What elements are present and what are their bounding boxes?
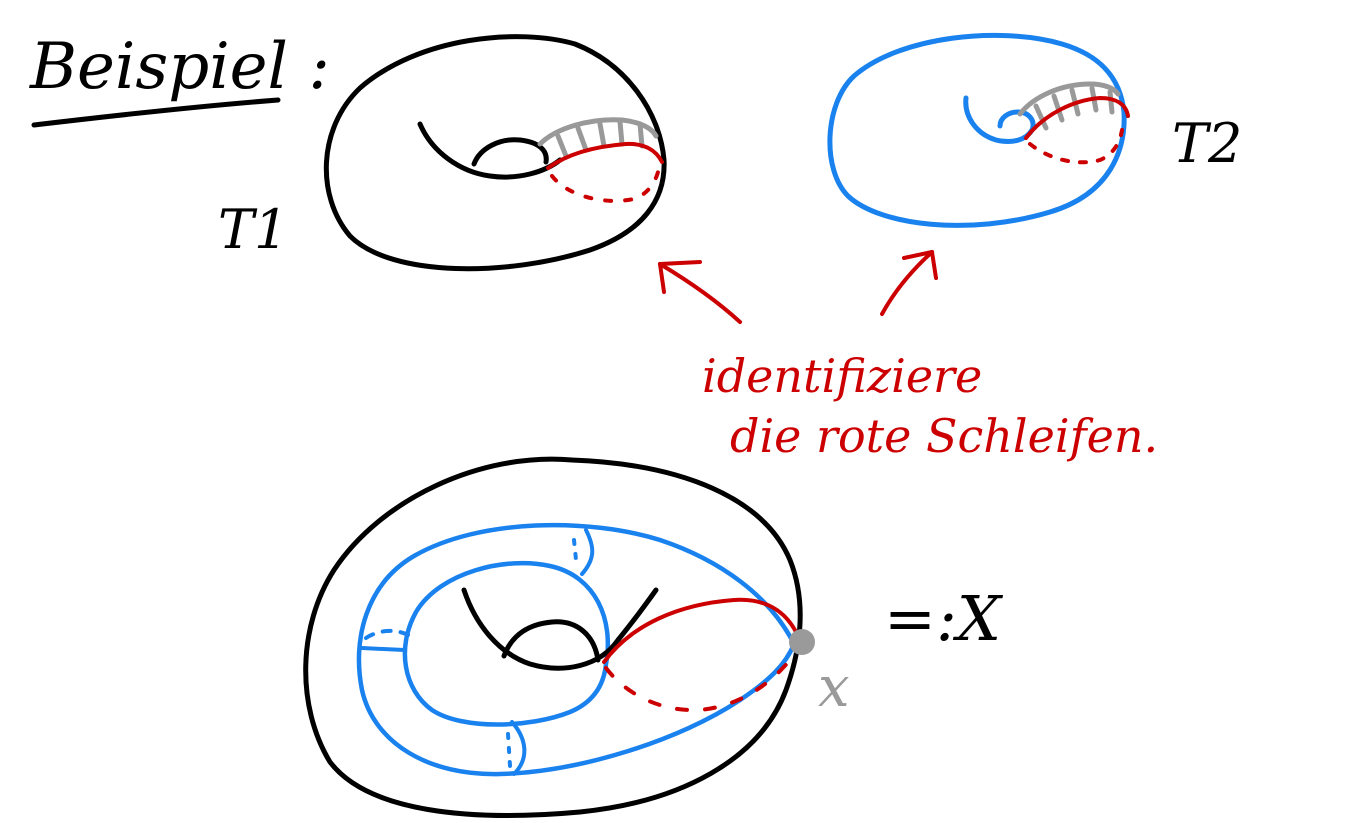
- torus-t1-red-loop-front: [546, 141, 664, 170]
- surface-x-blue-meridian-top-dots: [572, 538, 578, 562]
- surface-x-blue-meridian-left-dots: [364, 629, 412, 640]
- torus-t2-outline: [827, 32, 1127, 228]
- heading-underline: [31, 97, 281, 128]
- note-line-2: die rote Schleifen.: [730, 409, 1158, 463]
- surface-x: [303, 456, 815, 818]
- torus-t2-hole: [963, 95, 1036, 145]
- torus-t1: [323, 34, 667, 272]
- torus-t1-red-loop-back: [550, 170, 660, 203]
- surface-x-hole-lower: [501, 619, 601, 663]
- torus-t1-hole-lower: [471, 137, 549, 167]
- surface-x-blue-meridian-bottom-dots: [506, 732, 512, 768]
- torus-t1-outline: [323, 34, 667, 272]
- label-point-x: x: [818, 655, 850, 720]
- surface-x-blue-inner: [402, 560, 611, 727]
- torus-t1-gray-band-top: [537, 117, 659, 147]
- surface-x-blue-outer: [356, 522, 797, 777]
- base-point-dot: [789, 629, 815, 655]
- surface-x-red-path-front: [602, 597, 800, 664]
- label-result-x: =:X: [884, 582, 1004, 655]
- label-t1: T1: [218, 198, 288, 261]
- label-t2: T2: [1172, 112, 1242, 175]
- torus-t1-hole-upper: [417, 121, 563, 180]
- torus-t2: [827, 32, 1130, 228]
- surface-x-red-path-back: [604, 658, 792, 713]
- torus-t2-red-loop-front: [1024, 96, 1130, 140]
- note-line-1: identifiziere: [702, 349, 982, 403]
- surface-x-hole-upper: [461, 587, 659, 671]
- torus-t1-gray-band-ticks: [555, 119, 645, 159]
- surface-x-blue-meridian-left: [360, 646, 406, 652]
- torus-t2-gray-band-top: [1017, 81, 1121, 117]
- surface-x-blue-meridian-top: [580, 528, 595, 576]
- surface-x-blue-meridian-bottom: [510, 720, 527, 776]
- heading-text: Beispiel :: [29, 30, 330, 104]
- surface-x-outer-outline: [303, 456, 803, 818]
- torus-t2-red-loop-back: [1028, 128, 1124, 165]
- arrow-to-t1: [658, 260, 742, 324]
- arrow-to-t2: [880, 250, 938, 316]
